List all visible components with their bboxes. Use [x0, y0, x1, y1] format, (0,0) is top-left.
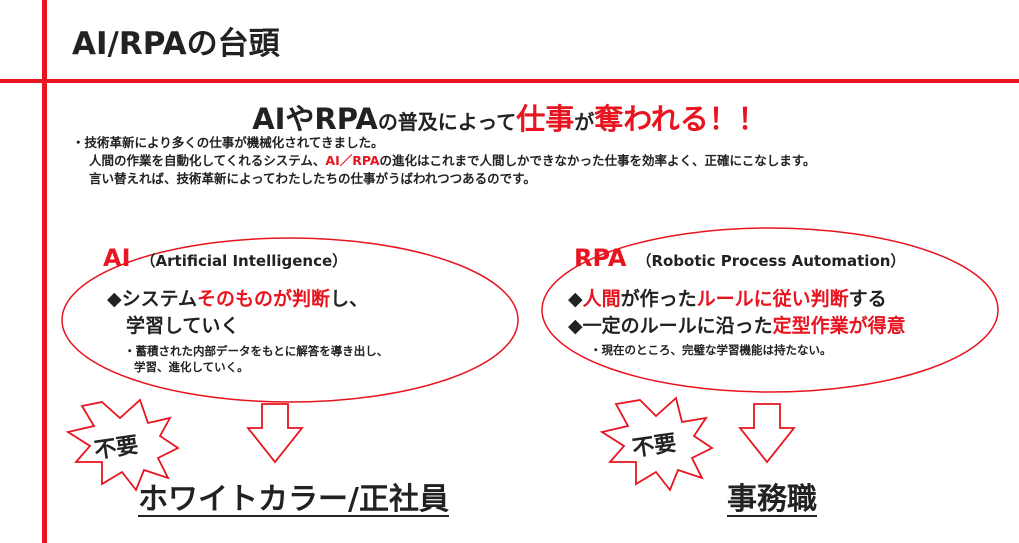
burst-shape-ai — [65, 398, 180, 492]
ai-sublabel: （Artificial Intelligence） — [140, 252, 348, 270]
rpa-feature-2: ◆一定のルールに沿った定型作業が得意 — [568, 313, 906, 340]
headline-part2: の普及によって — [377, 110, 517, 134]
rpa-sublabel: （Robotic Process Automation） — [636, 252, 906, 270]
intro-line2-b: AI／RPA — [325, 153, 380, 168]
headline: AIやRPAの普及によって仕事が奪われる！！ — [0, 96, 1019, 138]
ai-ellipse — [61, 237, 519, 403]
intro-line3: 言い替えれば、技術革新によってわたしたちの仕事がうばわれつつあるのです。 — [89, 171, 536, 186]
ai-result: ホワイトカラー/正社員 — [138, 482, 449, 517]
vertical-accent-line — [42, 0, 47, 543]
rpa-feature-1-b: 人間 — [582, 288, 621, 310]
ai-feature-1-a: ◆システム — [107, 288, 198, 310]
intro-line2-a: 人間の作業を自動化してくれるシステム、 — [89, 153, 326, 168]
ai-feature-1: ◆システムそのものが判断し、 — [107, 286, 368, 313]
rpa-heading: RPA （Robotic Process Automation） — [574, 244, 905, 272]
ai-feature-1-c: し、 — [330, 288, 369, 310]
ai-burst-text: 不要 — [92, 433, 140, 464]
ai-note-line2: 学習、進化していく。 — [134, 360, 249, 374]
arrow-rpa — [738, 403, 796, 464]
ai-heading: AI （Artificial Intelligence） — [103, 244, 347, 272]
intro-line1: ・技術革新により多くの仕事が機械化されてきました。 — [72, 135, 384, 150]
rpa-feature-1-d: ルールに従い判断 — [696, 288, 849, 310]
horizontal-accent-line — [0, 79, 1019, 83]
rpa-feature-2-b: 定型作業が得意 — [772, 315, 906, 337]
rpa-result: 事務職 — [727, 482, 817, 517]
rpa-note-line1: ・現在のところ、完璧な学習機能は持たない。 — [590, 343, 832, 357]
rpa-feature-2-a: ◆一定のルールに沿った — [568, 315, 773, 337]
ai-note-line1: ・蓄積された内部データをもとに解答を導き出し、 — [124, 344, 389, 358]
headline-part1: AIやRPA — [252, 102, 378, 136]
rpa-burst-text: 不要 — [630, 431, 678, 462]
headline-part5: 奪われる！！ — [594, 102, 767, 136]
rpa-feature-1-e: する — [848, 288, 887, 310]
rpa-feature-1-a: ◆ — [568, 288, 583, 310]
rpa-feature-1-c: が作った — [620, 288, 697, 310]
ai-label: AI — [103, 244, 131, 272]
intro-text: ・技術革新により多くの仕事が機械化されてきました。 人間の作業を自動化してくれる… — [72, 134, 816, 188]
headline-part3: 仕事 — [516, 102, 575, 136]
rpa-feature-1: ◆人間が作ったルールに従い判断する — [568, 286, 887, 313]
rpa-label: RPA — [574, 244, 627, 272]
burst-shape-rpa — [599, 396, 714, 492]
arrow-ai — [246, 403, 304, 464]
ai-feature-1-b: そのものが判断 — [197, 288, 331, 310]
intro-line2: 人間の作業を自動化してくれるシステム、AI／RPAの進化はこれまで人間しかできな… — [89, 152, 816, 170]
ai-feature-2: 学習していく — [126, 315, 240, 337]
headline-part4: が — [574, 110, 595, 134]
rpa-ellipse — [541, 227, 999, 393]
slide-title: AI/RPAの台頭 — [72, 26, 280, 62]
intro-line2-c: の進化はこれまで人間しかできなかった仕事を効率よく、正確にこなします。 — [379, 153, 816, 168]
